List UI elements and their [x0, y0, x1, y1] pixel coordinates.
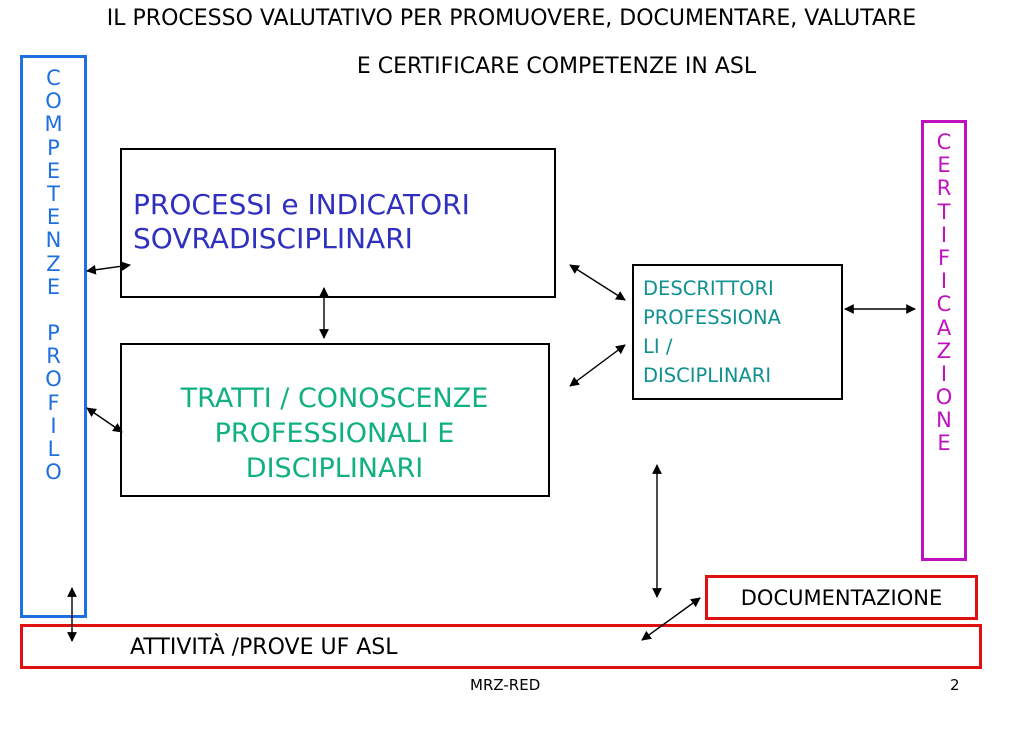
title-line-1: IL PROCESSO VALUTATIVO PER PROMUOVERE, D… [106, 6, 917, 31]
competenze-profilo-letter: P [47, 321, 60, 346]
certificazione-letter: E [937, 153, 951, 178]
competenze-profilo-letter: O [45, 460, 62, 485]
competenze-profilo-letter: I [50, 413, 57, 438]
competenze-profilo-letter: T [47, 181, 60, 206]
competenze-profilo-letter: M [44, 112, 63, 137]
title-line-2: E CERTIFICARE COMPETENZE IN ASL [356, 54, 757, 79]
competenze-profilo-letter: E [46, 158, 61, 183]
documentazione-text: DOCUMENTAZIONE [740, 586, 943, 610]
arrow-competenze-processi [86, 261, 131, 275]
tratti-conoscenze-box: TRATTI / CONOSCENZE PROFESSIONALI E DISC… [120, 343, 550, 497]
competenze-profilo-letter: E [46, 205, 61, 230]
competenze-profilo-letter: Z [46, 251, 61, 276]
competenze-profilo-letter: R [46, 344, 61, 369]
tratti-conoscenze-text: TRATTI / CONOSCENZE PROFESSIONALI E DISC… [180, 383, 489, 484]
arrow-competenze-tratti [86, 407, 123, 433]
certificazione-letter: T [937, 199, 951, 224]
competenze-profilo-letter: L [47, 437, 60, 461]
certificazione-letter: Z [936, 338, 952, 363]
certificazione-letter: O [935, 385, 953, 410]
certificazione-letter: C [936, 130, 952, 154]
page-number: 2 [950, 676, 960, 694]
certificazione-letter: C [936, 292, 952, 317]
arrow-tratti-descrittori [569, 344, 626, 387]
competenze-profilo-letter: E [46, 274, 61, 299]
processi-indicatori-text: PROCESSI e INDICATORI SOVRADISCIPLINARI [133, 188, 470, 255]
footer-label: MRZ-RED [470, 676, 541, 694]
certificazione-letter: F [937, 245, 951, 270]
documentazione-box: DOCUMENTAZIONE [705, 575, 978, 620]
certificazione-letter: E [937, 431, 951, 456]
certificazione-letter: I [940, 269, 948, 294]
arrow-documentazione-attivita [641, 597, 701, 641]
certificazione-letter: R [936, 176, 952, 201]
attivita-prove-box: ATTIVITÀ /PROVE UF ASL [20, 624, 982, 669]
processi-indicatori-box: PROCESSI e INDICATORI SOVRADISCIPLINARI [120, 148, 556, 298]
competenze-profilo-letter: O [45, 89, 62, 114]
certificazione-letter: I [940, 222, 948, 247]
descrittori-text: DESCRITTORI PROFESSIONA LI / DISCIPLINAR… [643, 277, 781, 387]
competenze-profilo-letter: P [47, 135, 60, 160]
attivita-prove-text: ATTIVITÀ /PROVE UF ASL [130, 635, 398, 660]
competenze-profilo-letter: F [47, 390, 60, 415]
certificazione-letter: I [940, 361, 948, 386]
descrittori-box: DESCRITTORI PROFESSIONA LI / DISCIPLINAR… [632, 264, 843, 400]
certificazione-letter: N [936, 408, 952, 433]
competenze-profilo-letter: C [46, 66, 61, 90]
competenze-profilo-letter: O [45, 367, 62, 392]
competenze-profilo-letter: N [45, 228, 62, 253]
certificazione-letter: A [936, 315, 952, 340]
arrow-processi-descrittori [569, 264, 626, 301]
